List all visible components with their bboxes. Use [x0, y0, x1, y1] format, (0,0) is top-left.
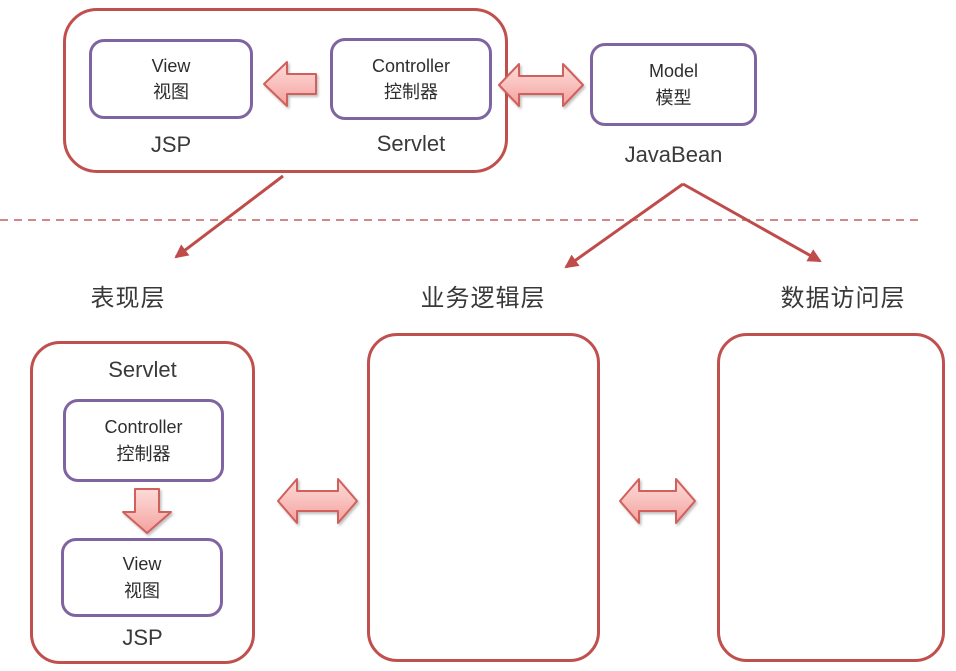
- jsp-label-bottom: JSP: [122, 625, 163, 650]
- double-arrow-bottom-left-icon: [277, 478, 358, 524]
- view-box-top-en: View: [151, 55, 191, 76]
- view-box-bottom-en: View: [122, 554, 162, 575]
- double-arrow-bottom-right-icon: [619, 478, 696, 524]
- controller-box-bottom: Controller 控制器: [63, 399, 224, 482]
- layer-label-data-access: 数据访问层: [780, 285, 906, 312]
- arrow-to-presentation-layer-icon: [174, 174, 284, 259]
- view-box-top-zh: 视图: [153, 82, 189, 102]
- data-access-layer-box: [717, 333, 945, 662]
- view-box-bottom: View 视图: [61, 538, 223, 617]
- view-box-top: View 视图: [89, 39, 253, 119]
- arrow-to-data-access-layer-icon: [682, 182, 822, 263]
- servlet-label-bottom: Servlet: [108, 357, 177, 382]
- layer-label-business-logic: 业务逻辑层: [420, 285, 546, 312]
- business-logic-layer-box: [367, 333, 600, 662]
- arrow-to-business-logic-layer-icon: [564, 182, 684, 269]
- jsp-label-top: JSP: [150, 132, 192, 157]
- controller-box-bottom-en: Controller: [104, 417, 183, 438]
- model-box-en: Model: [648, 61, 699, 82]
- layer-label-presentation: 表现层: [90, 285, 166, 312]
- presentation-layer-box: Servlet Controller 控制器 View 视图 JSP: [30, 341, 255, 664]
- model-box-zh: 模型: [655, 87, 692, 108]
- controller-box-top-en: Controller: [371, 55, 451, 76]
- controller-box-bottom-zh: 控制器: [116, 443, 171, 464]
- servlet-label-top: Servlet: [376, 131, 446, 156]
- view-box-bottom-zh: 视图: [124, 580, 160, 601]
- controller-box-top: Controller 控制器: [330, 38, 492, 120]
- controller-box-top-zh: 控制器: [384, 82, 438, 102]
- double-arrow-top-icon: [498, 63, 584, 107]
- javabean-label: JavaBean: [624, 142, 723, 167]
- model-box: Model 模型: [590, 43, 757, 126]
